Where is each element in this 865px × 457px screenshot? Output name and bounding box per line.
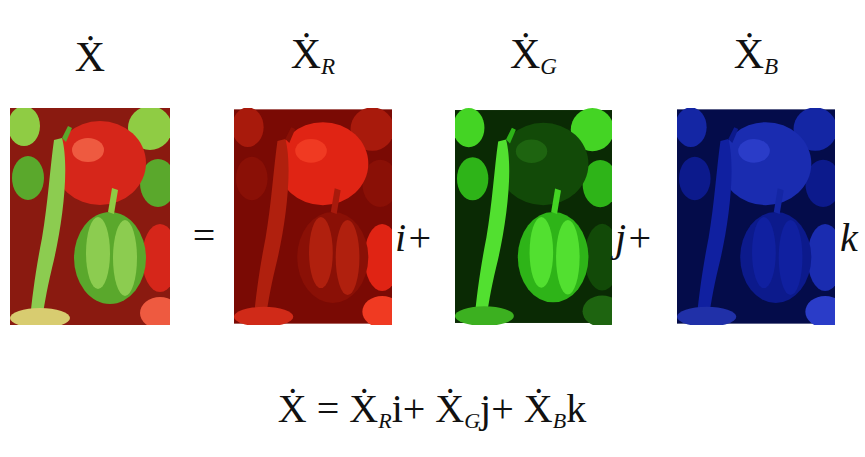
- channel-image: Ẋ: [10, 108, 170, 325]
- operator-symbol: k: [840, 218, 858, 258]
- channel-image: ẊR: [234, 108, 392, 325]
- operator-symbol: i+: [395, 218, 433, 258]
- image-heading: ẊG: [510, 33, 557, 78]
- equation: Ẋ = ẊRi+ ẊGj+ ẊBk: [278, 389, 586, 432]
- channel-image: ẊG: [455, 108, 612, 325]
- image-heading: ẊB: [734, 33, 778, 78]
- image-heading: ẊR: [291, 33, 335, 78]
- operator-symbol: j+: [615, 218, 653, 258]
- operator-symbol: =: [193, 216, 216, 256]
- image-heading: Ẋ: [75, 36, 105, 78]
- channel-image: ẊB: [677, 108, 835, 325]
